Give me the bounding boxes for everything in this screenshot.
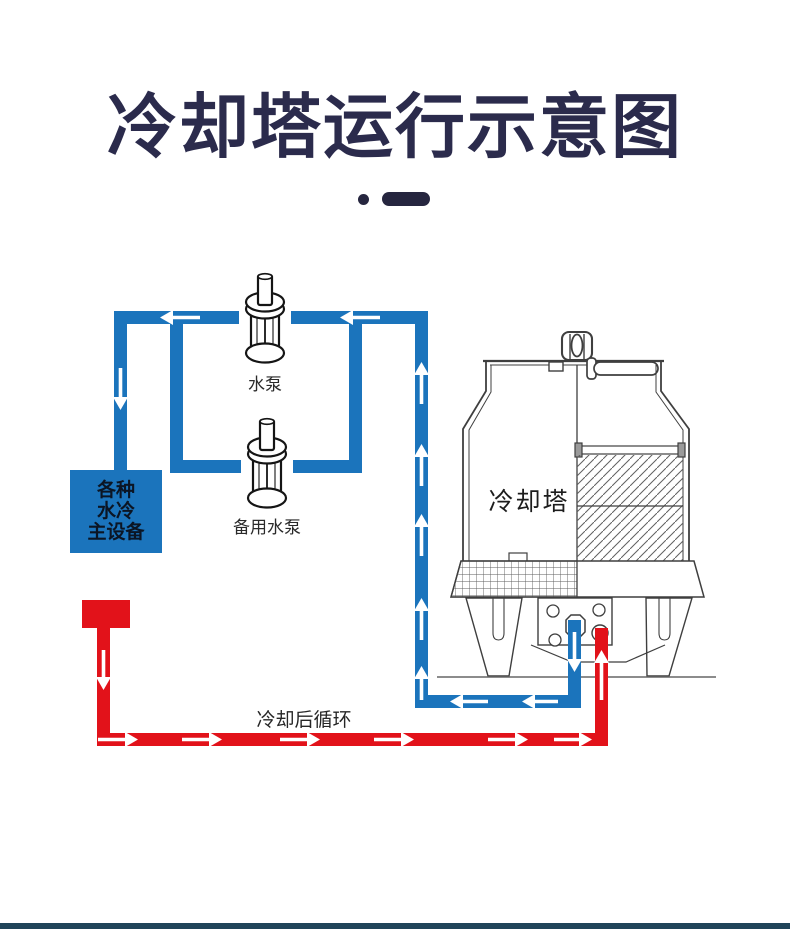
flow-arrow-up <box>594 650 609 700</box>
fan-motor-icon <box>560 330 594 362</box>
flow-arrow-down <box>113 368 128 410</box>
backup-water-pump-icon <box>246 417 288 509</box>
equipment-box-label: 各种 水冷 主设备 <box>87 480 145 543</box>
flow-arrow-right <box>98 732 138 747</box>
water-pump-icon <box>244 272 286 364</box>
cooling-tower-label: 冷却塔 <box>488 488 570 516</box>
cooled-loop-label: 冷却后循环 <box>256 710 352 731</box>
backup-pump-label: 备用水泵 <box>233 518 301 537</box>
flow-arrow-right <box>554 732 592 747</box>
flow-arrow-right <box>182 732 222 747</box>
flow-arrow-left <box>450 694 488 709</box>
flow-arrow-up <box>414 362 429 404</box>
flow-arrow-up <box>414 444 429 486</box>
flow-arrow-up <box>414 666 429 700</box>
flow-arrow-right <box>280 732 320 747</box>
flow-arrow-right <box>488 732 528 747</box>
fan-blade-icon <box>586 357 659 380</box>
flow-arrow-left <box>340 310 380 325</box>
flow-arrows <box>96 310 609 747</box>
equipment-box <box>70 470 162 553</box>
flow-arrow-down <box>96 650 111 690</box>
title-underline-dot-icon <box>358 194 369 205</box>
pump-label: 水泵 <box>248 375 282 394</box>
flow-arrow-up <box>414 598 429 640</box>
cooling-tower-illustration <box>437 330 716 678</box>
heat-source-block <box>82 600 130 628</box>
flow-arrow-left <box>160 310 200 325</box>
flow-arrow-down <box>567 632 582 672</box>
flow-arrow-right <box>374 732 414 747</box>
title-underline-dash-icon <box>382 192 430 206</box>
flow-arrow-left <box>522 694 558 709</box>
flow-arrow-up <box>414 514 429 556</box>
page-title: 冷却塔运行示意图 <box>107 88 683 166</box>
footer-divider-bar <box>0 923 790 929</box>
